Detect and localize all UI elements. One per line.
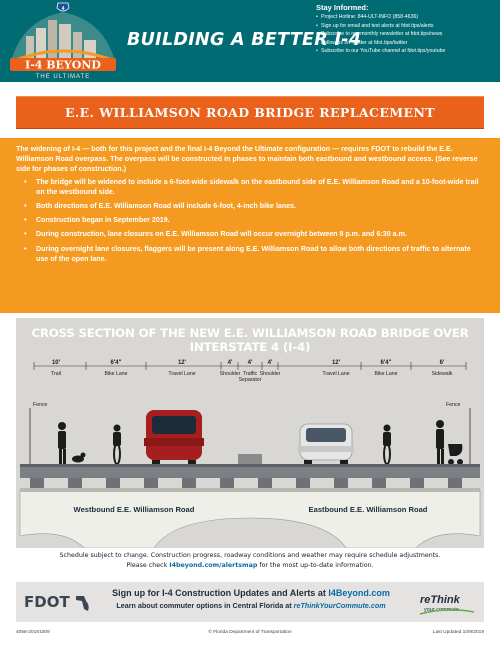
- segment-name-label: Shoulder: [220, 371, 241, 377]
- segment-width-label: 6'4": [111, 360, 122, 366]
- headline: BUILDING A BETTER I-4: [127, 30, 362, 50]
- stay-informed-list: Project Hotline: 844-ULT-INFO (858-4636)…: [316, 13, 496, 56]
- bridge-girder: [334, 478, 348, 489]
- segment-name-label: Sidewalk: [432, 371, 453, 377]
- stay-item-twitter[interactable]: Follow us on Twitter at fdot.tips/twitte…: [316, 39, 496, 48]
- pedestrian-with-stroller-icon: [436, 420, 463, 465]
- segment-width-label: 12': [178, 360, 187, 366]
- alerts-map-link[interactable]: I4beyond.com/alertsmap: [169, 561, 258, 569]
- segment-width-label: 6'4": [381, 360, 392, 366]
- segment-width-label: 4': [268, 360, 273, 366]
- bullet-bike-lanes: Both directions of E.E. Williamson Road …: [16, 201, 484, 211]
- segment-width-label: 10': [52, 360, 61, 366]
- segment-width-label: 6': [440, 360, 445, 366]
- bridge-girder: [68, 478, 82, 489]
- segment-name-label: Separator: [239, 377, 262, 383]
- svg-text:I-4 BEYOND: I-4 BEYOND: [25, 59, 101, 72]
- copyright: © Florida Department of Transportation: [208, 630, 292, 635]
- bullet-widening: The bridge will be widened to include a …: [16, 177, 484, 197]
- fence-right-label: Fence: [446, 402, 461, 408]
- stay-item-alerts[interactable]: Sign up for email and text alerts at fdo…: [316, 22, 496, 31]
- bridge-deck: [20, 466, 480, 478]
- bridge-girder: [372, 478, 386, 489]
- stay-item-hotline: Project Hotline: 844-ULT-INFO (858-4636): [316, 13, 496, 22]
- traffic-separator-barrier: [238, 454, 262, 466]
- signup-pre: Sign up for I-4 Construction Updates and…: [112, 588, 329, 598]
- commuter-line: Learn about commuter options in Central …: [101, 601, 401, 610]
- segment-width-label: 4': [228, 360, 233, 366]
- signup-line: Sign up for I-4 Construction Updates and…: [101, 588, 401, 598]
- fence-left-label: Fence: [33, 402, 48, 408]
- svg-text:4: 4: [62, 6, 65, 12]
- segment-name-label: Bike Lane: [104, 371, 127, 377]
- bullet-construction-start: Construction began in September 2019.: [16, 215, 484, 225]
- page-title: E.E. WILLIAMSON ROAD BRIDGE REPLACEMENT: [65, 105, 435, 120]
- segment-width-label: 12': [332, 360, 341, 366]
- disclaimer-line-2-post: for the most up-to-date information.: [257, 561, 374, 569]
- stay-item-youtube[interactable]: Subscribe to our YouTube channel at fdot…: [316, 47, 496, 56]
- i4-beyond-logo: 4 I-4 BEYOND THE ULTIMATE: [10, 2, 116, 80]
- bridge-girder: [258, 478, 272, 489]
- footer-bar: FDOT Sign up for I-4 Construction Update…: [16, 582, 484, 622]
- segment-name-label: Travel Lane: [168, 371, 195, 377]
- intro-paragraph: The widening of I-4 — both for this proj…: [16, 145, 478, 174]
- eastbound-cyclist-icon: [383, 424, 391, 465]
- pedestrian-with-dog-icon: [58, 422, 86, 464]
- last-updated: Last Updated 10/9/2019: [432, 630, 484, 635]
- segment-name-label: Trail: [51, 371, 61, 377]
- eastbound-car-icon: [298, 423, 354, 466]
- segment-name-label: Traffic: [243, 371, 258, 377]
- bridge-cross-section-diagram: 10' Trail 6'4" Bike Lane 12' Travel Lane 4' Sho…: [19, 360, 481, 548]
- title-band: E.E. WILLIAMSON ROAD BRIDGE REPLACEMENT: [16, 96, 484, 129]
- westbound-road-label: Westbound E.E. Williamson Road: [74, 505, 195, 514]
- footer-text: Sign up for I-4 Construction Updates and…: [101, 588, 401, 610]
- bridge-girder: [448, 478, 462, 489]
- bridge-girder: [106, 478, 120, 489]
- header-banner: 4 I-4 BEYOND THE ULTIMATE BUILDING A BET…: [0, 0, 500, 82]
- westbound-van-icon: [144, 410, 204, 466]
- cross-section-panel: CROSS SECTION OF THE NEW E.E. WILLIAMSON…: [16, 318, 484, 548]
- bridge-girder: [144, 478, 158, 489]
- svg-text:FDOT: FDOT: [24, 593, 70, 611]
- westbound-cyclist-icon: [113, 424, 121, 465]
- bullet-lane-closures: During construction, lane closures on E.…: [16, 229, 484, 239]
- florida-state-icon: [76, 596, 89, 611]
- fdot-logo: FDOT: [24, 593, 89, 611]
- bridge-girder: [410, 478, 424, 489]
- segment-name-label: Bike Lane: [374, 371, 397, 377]
- svg-text:reThink: reThink: [420, 594, 461, 606]
- schedule-disclaimer: Schedule subject to change. Construction…: [0, 551, 500, 570]
- segment-name-label: Travel Lane: [322, 371, 349, 377]
- eastbound-road-label: Eastbound E.E. Williamson Road: [309, 505, 428, 514]
- bridge-girder: [30, 478, 44, 489]
- stay-item-newsletter[interactable]: Subscribe to our monthly newsletter at f…: [316, 30, 496, 39]
- rethink-link[interactable]: reThinkYourCommute.com: [293, 601, 386, 610]
- i4beyond-link[interactable]: I4Beyond.com: [328, 588, 390, 598]
- segment-width-label: 4': [248, 360, 253, 366]
- cross-section-title: CROSS SECTION OF THE NEW E.E. WILLIAMSON…: [31, 326, 469, 354]
- commuter-pre: Learn about commuter options in Central …: [116, 601, 294, 610]
- disclaimer-line-1: Schedule subject to change. Construction…: [59, 552, 441, 559]
- stay-informed-title: Stay Informed:: [316, 3, 369, 12]
- stay-informed: Stay Informed: Project Hotline: 844-ULT-…: [316, 3, 496, 56]
- bridge-girder: [182, 478, 196, 489]
- bullet-flaggers: During overnight lane closures, flaggers…: [16, 244, 484, 264]
- info-box: The widening of I-4 — both for this proj…: [0, 138, 500, 313]
- bridge-girder: [296, 478, 310, 489]
- bridge-girder: [220, 478, 234, 489]
- svg-text:THE ULTIMATE: THE ULTIMATE: [36, 74, 90, 80]
- disclaimer-line-2-pre: Please check: [126, 561, 170, 569]
- segment-name-label: Shoulder: [260, 371, 281, 377]
- rethink-your-commute-logo: reThink your commute: [419, 594, 475, 615]
- disclaimer-line-2: Please check I4beyond.com/alertsmap for …: [0, 561, 500, 571]
- document-code: 4058-20191009: [16, 630, 50, 635]
- info-bullets: The bridge will be widened to include a …: [16, 177, 484, 264]
- interstate-shield-icon: 4: [56, 2, 70, 12]
- bridge-substructure: [19, 489, 481, 548]
